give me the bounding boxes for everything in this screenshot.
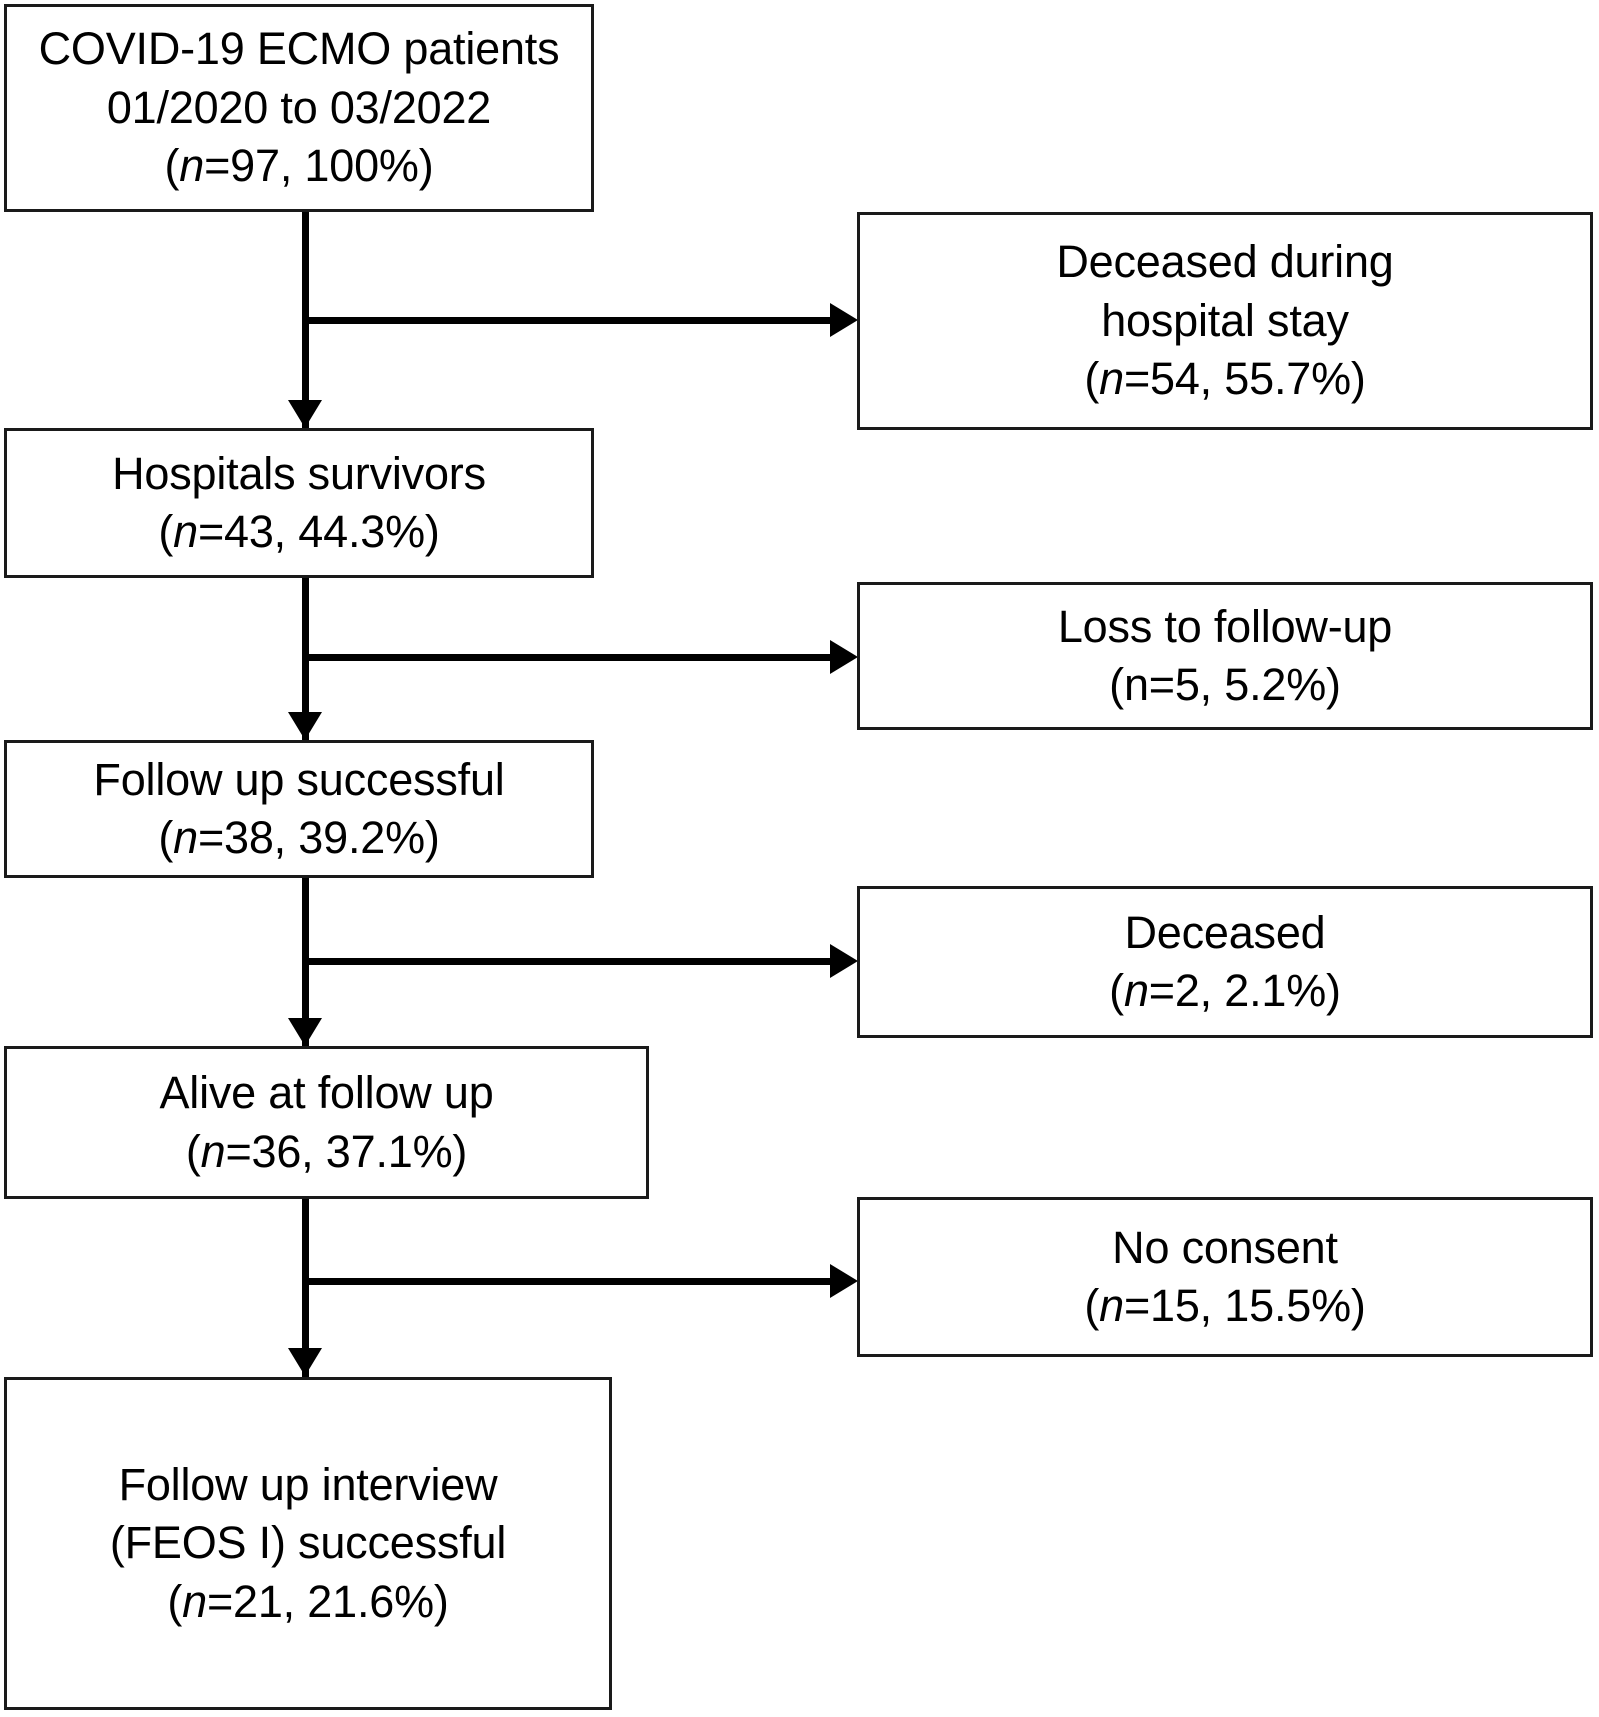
node-follow-up-successful[interactable]: Follow up successful (n=38, 39.2%) bbox=[4, 740, 594, 878]
arrowhead-right-deceased bbox=[830, 944, 858, 978]
arrowhead-down-alive bbox=[288, 1018, 322, 1046]
node-follow-up-interview-line2: (FEOS I) successful bbox=[109, 1517, 507, 1569]
arrowhead-down-followup bbox=[288, 712, 322, 740]
node-follow-up-interview[interactable]: Follow up interview (FEOS I) successful … bbox=[4, 1377, 612, 1710]
node-follow-up-successful-count: (n=38, 39.2%) bbox=[158, 812, 440, 863]
node-enrolled-count: (n=97, 100%) bbox=[164, 140, 434, 192]
node-no-consent-line1: No consent bbox=[1112, 1221, 1338, 1273]
node-alive-at-follow-up-line1: Alive at follow up bbox=[159, 1067, 494, 1118]
node-hospital-survivors-count: (n=43, 44.3%) bbox=[158, 506, 440, 557]
node-no-consent-count: (n=15, 15.5%) bbox=[1084, 1280, 1366, 1331]
node-deceased-hospital-line2: hospital stay bbox=[1101, 294, 1349, 346]
connector-to-deceased bbox=[302, 958, 842, 965]
node-follow-up-interview-line1: Follow up interview bbox=[118, 1458, 498, 1510]
node-follow-up-interview-count: (n=21, 21.6%) bbox=[167, 1575, 449, 1627]
node-alive-at-follow-up[interactable]: Alive at follow up (n=36, 37.1%) bbox=[4, 1046, 649, 1199]
node-loss-to-follow-up-line1: Loss to follow-up bbox=[1057, 600, 1393, 652]
connector-to-no-consent bbox=[302, 1278, 842, 1285]
arrowhead-right-no-consent bbox=[830, 1264, 858, 1298]
arrowhead-down-interview bbox=[288, 1348, 322, 1376]
node-deceased[interactable]: Deceased (n=2, 2.1%) bbox=[857, 886, 1593, 1038]
connector-alive-to-interview bbox=[302, 1199, 309, 1377]
arrowhead-down-survivors bbox=[288, 400, 322, 428]
node-enrolled-line1: COVID-19 ECMO patients bbox=[38, 23, 560, 75]
node-hospital-survivors[interactable]: Hospitals survivors (n=43, 44.3%) bbox=[4, 428, 594, 578]
node-deceased-count: (n=2, 2.1%) bbox=[1109, 965, 1341, 1016]
node-hospital-survivors-line1: Hospitals survivors bbox=[112, 447, 486, 499]
node-no-consent[interactable]: No consent (n=15, 15.5%) bbox=[857, 1197, 1593, 1357]
arrowhead-right-deceased-hospital bbox=[830, 303, 858, 337]
node-loss-to-follow-up[interactable]: Loss to follow-up (n=5, 5.2%) bbox=[857, 582, 1593, 730]
node-enrolled-line2: 01/2020 to 03/2022 bbox=[106, 81, 492, 133]
node-alive-at-follow-up-count: (n=36, 37.1%) bbox=[185, 1125, 468, 1177]
node-deceased-hospital-line1: Deceased during bbox=[1056, 236, 1394, 288]
node-deceased-hospital-count: (n=54, 55.7%) bbox=[1084, 353, 1366, 405]
node-enrolled[interactable]: COVID-19 ECMO patients 01/2020 to 03/202… bbox=[4, 4, 594, 212]
connector-to-deceased-hospital bbox=[302, 317, 842, 324]
node-deceased-line1: Deceased bbox=[1124, 906, 1326, 958]
node-deceased-hospital[interactable]: Deceased during hospital stay (n=54, 55.… bbox=[857, 212, 1593, 430]
node-follow-up-successful-line1: Follow up successful bbox=[93, 753, 505, 805]
arrowhead-right-loss-followup bbox=[830, 640, 858, 674]
connector-to-loss-followup bbox=[302, 654, 842, 661]
node-loss-to-follow-up-count: (n=5, 5.2%) bbox=[1109, 659, 1341, 710]
